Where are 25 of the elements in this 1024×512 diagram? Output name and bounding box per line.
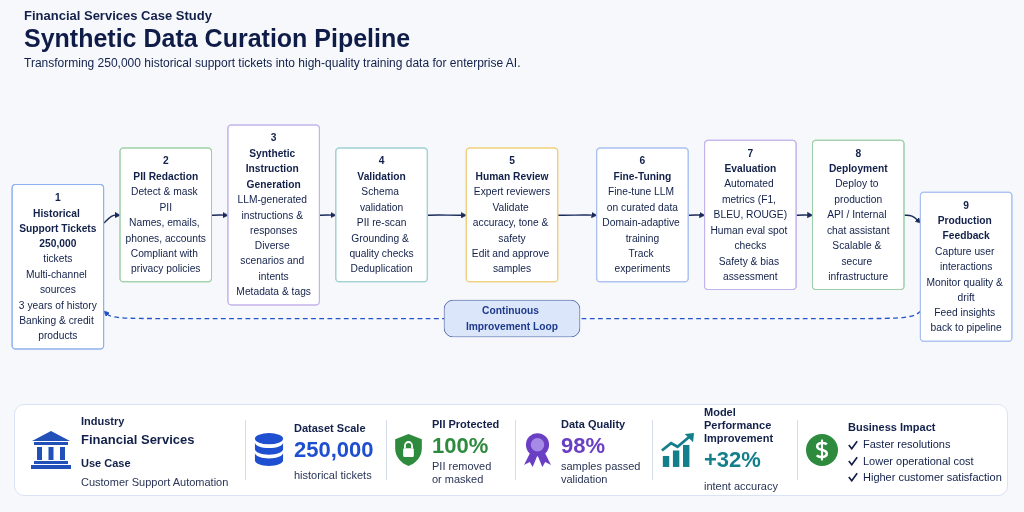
stat-caption: samples passed validation bbox=[561, 460, 642, 487]
stat-value: +32% bbox=[704, 447, 761, 474]
stat-heading: Model Performance Improvement bbox=[704, 405, 775, 446]
stat-heading: Dataset Scale bbox=[294, 421, 366, 435]
stat-heading: Business Impact bbox=[848, 421, 936, 435]
stat-caption: historical tickets bbox=[294, 469, 372, 483]
impact-item: Higher customer satisfaction bbox=[863, 470, 1002, 484]
stat-value: 100% bbox=[432, 432, 489, 460]
stat-caption: PII removed or masked bbox=[432, 460, 493, 487]
kicker-text: Financial Services Case Study bbox=[24, 9, 212, 24]
stat-value: 250,000 bbox=[294, 436, 374, 464]
arrow bbox=[103, 212, 121, 224]
stat-caption: Customer Support Automation bbox=[81, 475, 229, 490]
stat-heading: PII Protected bbox=[432, 417, 500, 431]
stat-value: 98% bbox=[561, 432, 606, 460]
stat-heading: Data Quality bbox=[561, 417, 626, 431]
stat-caption: intent accuracy bbox=[704, 479, 778, 494]
impact-item: Lower operational cost bbox=[863, 454, 974, 468]
stat-subheading: Financial Services bbox=[81, 432, 195, 448]
stat-heading: Use Case bbox=[81, 456, 131, 470]
edge-label: Continuous Improvement Loop bbox=[465, 304, 559, 332]
impact-item: Faster resolutions bbox=[863, 438, 951, 452]
page-title: Synthetic Data Curation Pipeline bbox=[24, 24, 411, 54]
stat-heading: Industry bbox=[81, 414, 125, 429]
subtitle: Transforming 250,000 historical support tickets into high-quality training data for enterprise AI. bbox=[24, 57, 521, 71]
